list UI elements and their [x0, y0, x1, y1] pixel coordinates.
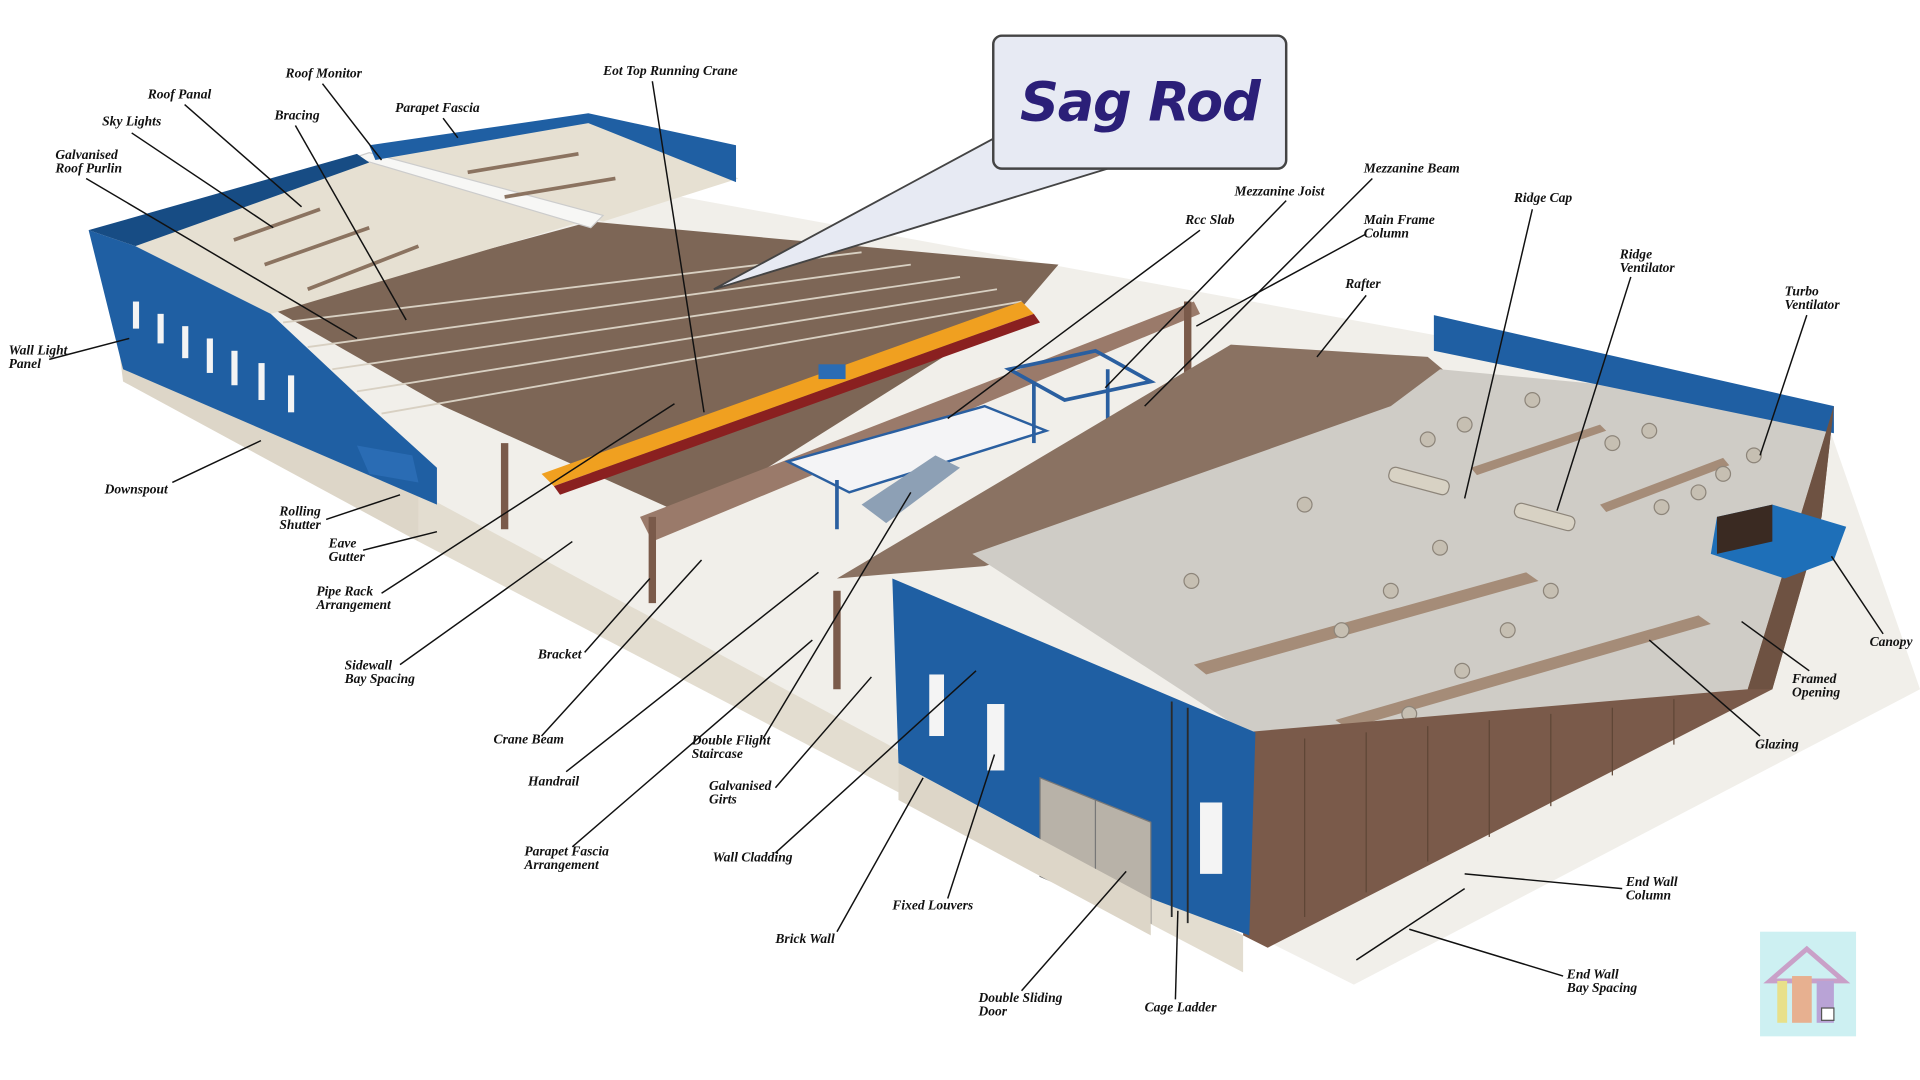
- left-parapet: [88, 153, 370, 247]
- label-rcc-slab: Rcc Slab: [1185, 212, 1235, 228]
- label-rolling-shutter: Rolling Shutter: [279, 504, 321, 533]
- callout-title: Sag Rod: [1019, 70, 1261, 134]
- end-wall-cladding: [1243, 406, 1834, 948]
- label-cage-ladder: Cage Ladder: [1144, 1000, 1217, 1016]
- label-wall-light-panel: Wall Light Panel: [8, 343, 68, 372]
- label-crane-beam: Crane Beam: [493, 732, 564, 748]
- label-sidewall-bay: Sidewall Bay Spacing: [344, 658, 415, 687]
- glazing-lines: [1304, 699, 1675, 917]
- mezzanine-slab: [784, 404, 1050, 494]
- right-rear-parapet: [1433, 315, 1834, 434]
- cage-ladder: [1170, 701, 1189, 924]
- fixed-louver: [1200, 802, 1223, 874]
- label-ridge-cap: Ridge Cap: [1513, 190, 1573, 206]
- label-double-sliding-door: Double Sliding Door: [978, 990, 1063, 1020]
- label-glazing: Glazing: [1755, 737, 1799, 753]
- label-pipe-rack: Pipe Rack Arrangement: [316, 584, 391, 613]
- roof-skylight-strips: [1193, 424, 1730, 729]
- rear-parapet: [369, 113, 737, 183]
- crane-rail: [541, 301, 1034, 487]
- label-parapet-fascia-arrangement: Parapet Fascia Arrangement: [524, 844, 609, 873]
- left-roof-panel: [135, 160, 604, 314]
- sag-rod-callout: Sag Rod: [992, 34, 1288, 170]
- front-blue-wall: [892, 578, 1256, 936]
- label-handrail: Handrail: [528, 774, 580, 789]
- label-fixed-louvers: Fixed Louvers: [892, 898, 974, 914]
- turbo-ventilators: [1183, 392, 1762, 722]
- right-roof-framing: [836, 344, 1502, 579]
- label-double-flight: Double Flight Staircase: [691, 733, 771, 762]
- sky-light-strips: [233, 152, 616, 291]
- label-mezzanine-joist: Mezzanine Joist: [1234, 184, 1325, 200]
- label-main-frame-column: Main Frame Column: [1363, 212, 1435, 242]
- framed-opening: [1716, 504, 1773, 554]
- label-mezzanine-beam: Mezzanine Beam: [1363, 161, 1460, 177]
- fixed-louver: [929, 674, 945, 737]
- brand-logo: [1760, 931, 1857, 1037]
- label-turbo-ventilator: Turbo Ventilator: [1784, 284, 1840, 313]
- label-wall-cladding: Wall Cladding: [712, 850, 793, 866]
- house-logo-icon: [1763, 945, 1851, 1023]
- label-ridge-ventilator: Ridge Ventilator: [1619, 247, 1675, 276]
- label-roof-panal: Roof Panal: [147, 87, 212, 103]
- fixed-louver: [987, 704, 1005, 771]
- label-brick-wall: Brick Wall: [775, 931, 835, 947]
- roof-monitor: [352, 151, 605, 229]
- label-rafter: Rafter: [1345, 276, 1381, 292]
- main-frame-columns: [500, 301, 1192, 690]
- label-parapet-fascia: Parapet Fascia: [395, 100, 480, 116]
- leader-lines: [49, 81, 1884, 1000]
- label-galvanised-roof-purlin: Galvanised Roof Purlin: [55, 147, 122, 177]
- label-framed-opening: Framed Opening: [1792, 672, 1841, 701]
- label-eave-gutter: Eave Gutter: [328, 536, 365, 565]
- left-roof-framing: [270, 221, 1059, 517]
- label-end-wall-bay: End Wall Bay Spacing: [1566, 967, 1638, 996]
- ridge-ventilators: [1388, 466, 1576, 532]
- crane-trolley: [818, 364, 846, 380]
- label-galvanised-girts: Galvanised Girts: [708, 779, 772, 808]
- wall-light-panels: [132, 301, 295, 413]
- label-bracket: Bracket: [537, 647, 582, 663]
- label-downspout: Downspout: [104, 482, 168, 498]
- label-sky-lights: Sky Lights: [102, 114, 162, 130]
- main-rafter: [640, 301, 1201, 542]
- label-end-wall-column: End Wall Column: [1625, 875, 1678, 904]
- label-eot-crane: Eot Top Running Crane: [603, 64, 738, 79]
- label-canopy: Canopy: [1869, 635, 1913, 650]
- front-brick-base: [898, 763, 1151, 936]
- staircase: [861, 455, 961, 524]
- label-roof-monitor: Roof Monitor: [285, 66, 362, 82]
- label-bracing: Bracing: [274, 108, 320, 124]
- rolling-shutter-canopy: [356, 445, 419, 483]
- crane-rail-red: [553, 313, 1041, 495]
